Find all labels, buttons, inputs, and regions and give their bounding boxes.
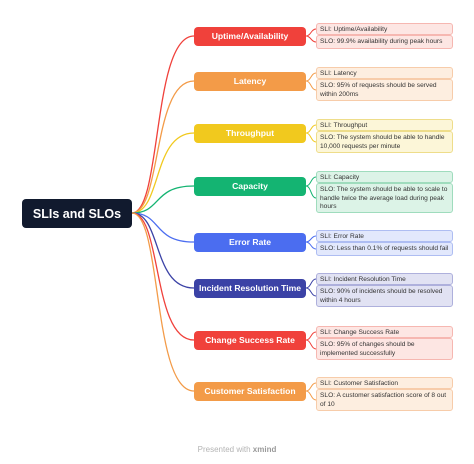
connector-change-success-slo — [305, 339, 317, 350]
sli-latency[interactable]: SLI: Latency — [316, 67, 453, 79]
sli-uptime[interactable]: SLI: Uptime/Availability — [316, 23, 453, 35]
topic-throughput[interactable]: Throughput — [194, 123, 306, 143]
sli-change-success[interactable]: SLI: Change Success Rate — [316, 326, 453, 338]
connector-latency-sli — [305, 72, 317, 82]
slo-incident-resolution[interactable]: SLO: 90% of incidents should be resolved… — [316, 285, 453, 307]
slo-throughput[interactable]: SLO: The system should be able to handle… — [316, 131, 453, 153]
connector-throughput-slo — [305, 132, 317, 143]
footer-prefix: Presented with — [197, 445, 251, 454]
connector-throughput — [131, 132, 195, 214]
connector-change-success — [131, 212, 195, 341]
sli-error-rate[interactable]: SLI: Error Rate — [316, 230, 453, 242]
sli-incident-resolution[interactable]: SLI: Incident Resolution Time — [316, 273, 453, 285]
connector-uptime — [131, 35, 195, 214]
sli-capacity[interactable]: SLI: Capacity — [316, 171, 453, 183]
connector-error-rate-slo — [305, 241, 317, 250]
topic-capacity[interactable]: Capacity — [194, 176, 306, 196]
connector-customer-satisfaction-sli — [305, 382, 317, 392]
topic-error-rate[interactable]: Error Rate — [194, 232, 306, 252]
topic-uptime[interactable]: Uptime/Availability — [194, 26, 306, 46]
connector-error-rate — [131, 212, 195, 243]
sli-customer-satisfaction[interactable]: SLI: Customer Satisfaction — [316, 377, 453, 389]
sli-throughput[interactable]: SLI: Throughput — [316, 119, 453, 131]
slo-uptime[interactable]: SLO: 99.9% availability during peak hour… — [316, 35, 453, 49]
topic-change-success[interactable]: Change Success Rate — [194, 330, 306, 350]
footer-credit: Presented with xmind — [0, 445, 474, 454]
topic-latency[interactable]: Latency — [194, 71, 306, 91]
topic-incident-resolution[interactable]: Incident Resolution Time — [194, 278, 306, 298]
slo-customer-satisfaction[interactable]: SLO: A customer satisfaction score of 8 … — [316, 389, 453, 411]
connector-customer-satisfaction-slo — [305, 390, 317, 401]
connector-capacity — [131, 185, 195, 214]
connector-incident-resolution-slo — [305, 287, 317, 297]
connector-uptime-sli — [305, 28, 317, 37]
connector-uptime-slo — [305, 35, 317, 43]
connector-error-rate-sli — [305, 235, 317, 243]
slo-change-success[interactable]: SLO: 95% of changes should be implemente… — [316, 338, 453, 360]
connector-capacity-sli — [305, 176, 317, 187]
connector-incident-resolution-sli — [305, 278, 317, 289]
connector-customer-satisfaction — [131, 212, 195, 392]
slo-latency[interactable]: SLO: 95% of requests should be served wi… — [316, 79, 453, 101]
slo-capacity[interactable]: SLO: The system should be able to scale … — [316, 183, 453, 213]
connector-incident-resolution — [131, 212, 195, 289]
connector-latency-slo — [305, 80, 317, 91]
slo-error-rate[interactable]: SLO: Less than 0.1% of requests should f… — [316, 242, 453, 256]
connector-latency — [131, 80, 195, 214]
footer-brand: xmind — [252, 445, 277, 454]
connector-change-success-sli — [305, 331, 317, 341]
root-topic[interactable]: SLIs and SLOs — [22, 199, 132, 228]
topic-customer-satisfaction[interactable]: Customer Satisfaction — [194, 381, 306, 401]
connector-throughput-sli — [305, 124, 317, 134]
connector-capacity-slo — [305, 185, 317, 199]
